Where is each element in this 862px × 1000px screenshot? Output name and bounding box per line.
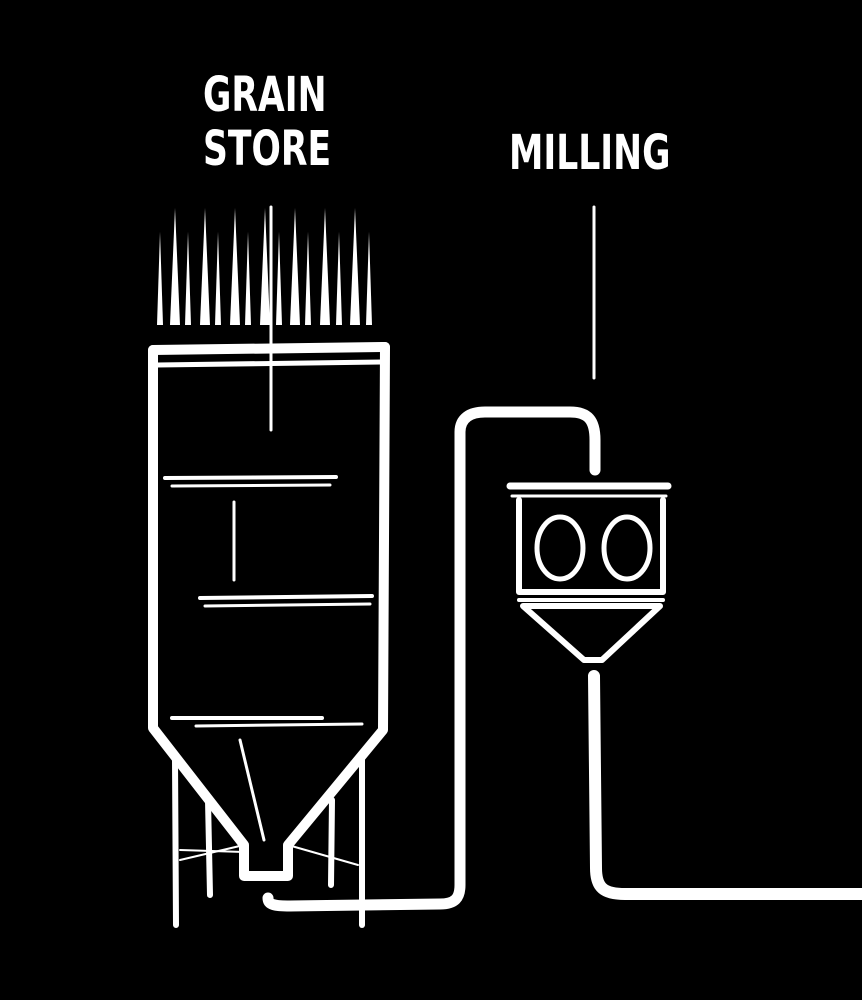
transfer-pipe: [262, 406, 601, 912]
grain-store-label-line1: GRAIN: [203, 67, 327, 123]
silo-legs: [172, 757, 365, 928]
grain-store-label-line2: STORE: [203, 121, 332, 177]
mill-roller-left: [534, 514, 586, 582]
mill: [506, 482, 672, 663]
mill-roller-right: [601, 514, 653, 582]
mill-outlet-pipe: [588, 670, 862, 900]
grain-store-label: GRAIN STORE: [203, 68, 331, 176]
milling-label: MILLING: [509, 125, 671, 181]
grain-spikes: [157, 208, 372, 325]
grain-silo: [148, 342, 390, 881]
